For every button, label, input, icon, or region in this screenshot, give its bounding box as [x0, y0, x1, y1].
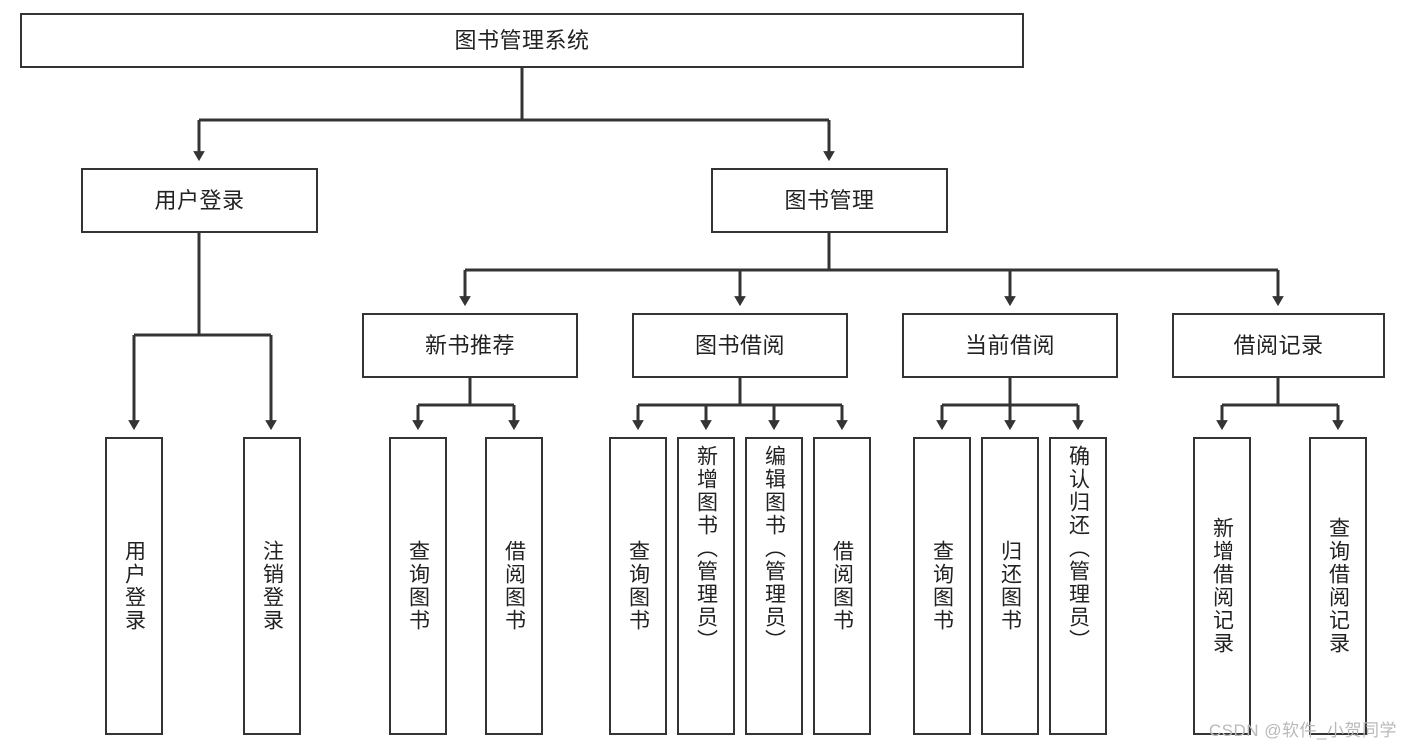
leaf-borrow-record-query[interactable]: 查询借阅记录	[1309, 437, 1367, 735]
leaf-borrow-record-add-label: 新增借阅记录	[1210, 517, 1234, 655]
leaf-book-borrow-query[interactable]: 查询图书	[609, 437, 667, 735]
leaf-new-book-borrow-label: 借阅图书	[502, 540, 526, 632]
leaf-current-borrow-return[interactable]: 归还图书	[981, 437, 1039, 735]
node-borrow-record-label: 借阅记录	[1233, 332, 1324, 358]
leaf-book-borrow-borrow-label: 借阅图书	[830, 540, 854, 632]
leaf-current-borrow-query[interactable]: 查询图书	[913, 437, 971, 735]
leaf-book-borrow-add[interactable]: 新增图书（管理员）	[677, 437, 735, 735]
node-current-borrow[interactable]: 当前借阅	[902, 313, 1118, 378]
csdn-watermark: CSDN @软件_小贺同学	[1208, 721, 1397, 740]
leaf-new-book-query[interactable]: 查询图书	[389, 437, 447, 735]
node-new-book-recommend[interactable]: 新书推荐	[362, 313, 578, 378]
leaf-book-borrow-borrow[interactable]: 借阅图书	[813, 437, 871, 735]
leaf-user-login-login-label: 用户登录	[122, 540, 146, 632]
leaf-borrow-record-add[interactable]: 新增借阅记录	[1193, 437, 1251, 735]
node-borrow-record[interactable]: 借阅记录	[1172, 313, 1385, 378]
leaf-new-book-borrow[interactable]: 借阅图书	[485, 437, 543, 735]
node-book-borrow[interactable]: 图书借阅	[632, 313, 848, 378]
leaf-borrow-record-query-label: 查询借阅记录	[1326, 517, 1350, 655]
leaf-user-login-logout[interactable]: 注销登录	[243, 437, 301, 735]
leaf-current-borrow-query-label: 查询图书	[930, 540, 954, 632]
node-book-manage[interactable]: 图书管理	[711, 168, 948, 233]
leaf-current-borrow-confirm[interactable]: 确认归还（管理员）	[1049, 437, 1107, 735]
leaf-user-login-logout-label: 注销登录	[260, 540, 284, 632]
leaf-book-borrow-edit-label: 编辑图书（管理员）	[762, 445, 786, 652]
node-user-login[interactable]: 用户登录	[81, 168, 318, 233]
node-user-login-label: 用户登录	[154, 187, 245, 213]
leaf-current-borrow-return-label: 归还图书	[998, 540, 1022, 632]
leaf-current-borrow-confirm-label: 确认归还（管理员）	[1066, 445, 1090, 652]
node-book-borrow-label: 图书借阅	[694, 332, 785, 358]
node-root-system[interactable]: 图书管理系统	[20, 13, 1024, 68]
node-book-manage-label: 图书管理	[784, 187, 875, 213]
node-new-book-recommend-label: 新书推荐	[424, 332, 515, 358]
leaf-book-borrow-query-label: 查询图书	[626, 540, 650, 632]
leaf-new-book-query-label: 查询图书	[406, 540, 430, 632]
node-root-system-label: 图书管理系统	[454, 27, 590, 53]
node-current-borrow-label: 当前借阅	[964, 332, 1055, 358]
leaf-book-borrow-add-label: 新增图书（管理员）	[694, 445, 718, 652]
leaf-user-login-login[interactable]: 用户登录	[105, 437, 163, 735]
leaf-book-borrow-edit[interactable]: 编辑图书（管理员）	[745, 437, 803, 735]
